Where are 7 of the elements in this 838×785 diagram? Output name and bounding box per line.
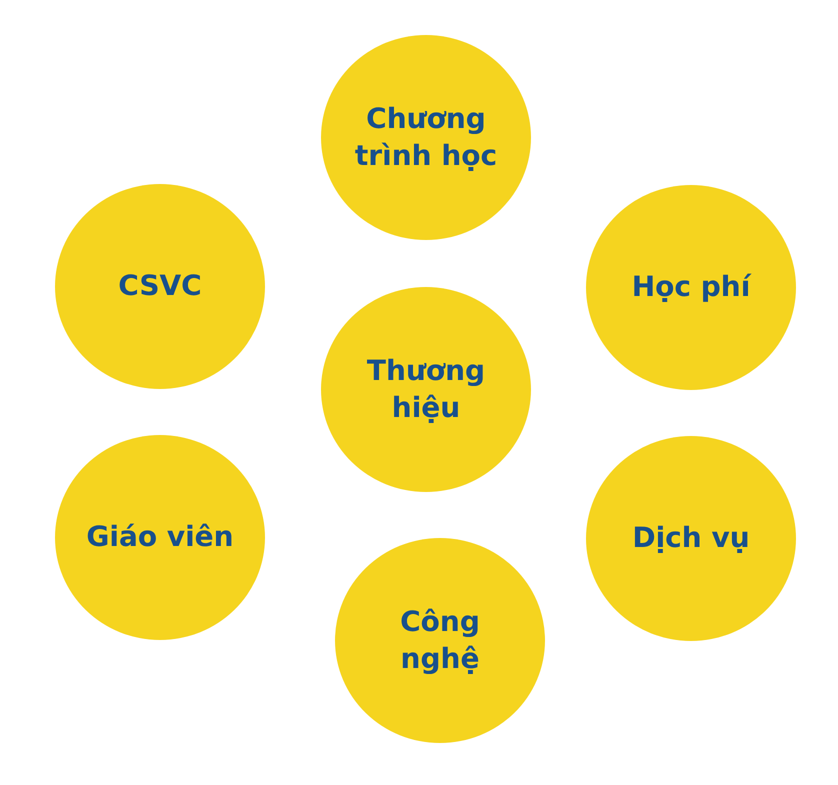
node-label: CSVC xyxy=(118,268,202,304)
node-label: Thương hiệu xyxy=(366,353,486,426)
node-label: Dịch vụ xyxy=(632,520,750,556)
node-label: Học phí xyxy=(632,269,750,306)
node-label: Giáo viên xyxy=(86,519,234,556)
node-label: Chương trình học xyxy=(354,101,498,174)
node-label: Công nghệ xyxy=(399,604,481,676)
